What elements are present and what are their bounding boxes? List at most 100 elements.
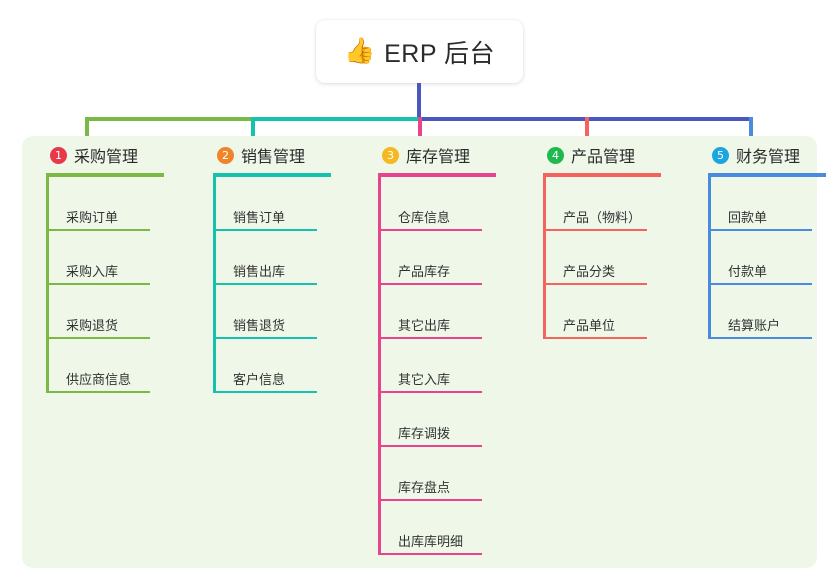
column-3: 3 库存管理仓库信息产品库存其它出库其它入库库存调拨库存盘点出库库明细 xyxy=(368,142,516,555)
page-title: ERP 后台 xyxy=(384,39,496,68)
list-item-rule xyxy=(378,337,482,339)
list-item[interactable]: 回款单 xyxy=(708,177,839,231)
list-item-rule xyxy=(543,337,647,339)
list-item-label: 产品（物料） xyxy=(563,210,642,225)
column-4: 4 产品管理产品（物料） 产品分类产品单位 xyxy=(533,142,681,339)
list-item[interactable]: 结算账户 xyxy=(708,285,839,339)
list-item-label: 其它入库 xyxy=(398,372,451,387)
column-title: 采购管理 xyxy=(74,149,139,166)
list-item[interactable]: 产品库存 xyxy=(378,231,516,285)
column-badge-icon: 5 xyxy=(712,146,729,164)
column-items: 产品（物料） 产品分类产品单位 xyxy=(543,177,681,339)
list-item-rule xyxy=(378,553,482,555)
diagram-panel xyxy=(22,136,817,568)
list-item-label: 产品库存 xyxy=(398,264,451,279)
list-item-rule xyxy=(378,445,482,447)
list-item[interactable]: 产品单位 xyxy=(543,285,681,339)
column-spine xyxy=(213,177,216,393)
list-item-label: 销售出库 xyxy=(233,264,286,279)
list-item-rule xyxy=(378,229,482,231)
list-item[interactable]: 付款单 xyxy=(708,231,839,285)
list-item-label: 产品单位 xyxy=(563,318,616,333)
column-title: 库存管理 xyxy=(406,149,471,166)
column-header-rule xyxy=(213,173,331,177)
column-header-2[interactable]: 2 销售管理 xyxy=(203,142,351,168)
list-item[interactable]: 销售退货 xyxy=(213,285,351,339)
list-item[interactable]: 采购退货 xyxy=(46,285,184,339)
title-card[interactable]: 👍 ERP 后台 xyxy=(316,20,523,83)
list-item-rule xyxy=(708,229,812,231)
list-item[interactable]: 出库库明细 xyxy=(378,501,516,555)
column-badge-icon: 3 xyxy=(382,146,399,164)
list-item-label: 出库库明细 xyxy=(398,534,464,549)
column-items: 采购订单采购入库采购退货供应商信息 xyxy=(46,177,184,393)
list-item-label: 产品分类 xyxy=(563,264,616,279)
column-header-rule xyxy=(46,173,164,177)
segment-green xyxy=(85,117,251,121)
list-item-rule xyxy=(708,283,812,285)
list-item[interactable]: 供应商信息 xyxy=(46,339,184,393)
list-item-rule xyxy=(213,391,317,393)
list-item-rule xyxy=(378,283,482,285)
column-badge-icon: 4 xyxy=(547,146,564,164)
list-item-rule xyxy=(46,337,150,339)
list-item[interactable]: 仓库信息 xyxy=(378,177,516,231)
list-item-label: 库存盘点 xyxy=(398,480,451,495)
column-title: 财务管理 xyxy=(736,149,801,166)
list-item-rule xyxy=(378,499,482,501)
list-item[interactable]: 库存盘点 xyxy=(378,447,516,501)
list-item[interactable]: 产品（物料） xyxy=(543,177,681,231)
list-item[interactable]: 产品分类 xyxy=(543,231,681,285)
list-item-label: 销售退货 xyxy=(233,318,286,333)
thumbs-up-icon: 👍 xyxy=(343,37,376,65)
column-items: 销售订单销售出库销售退货客户信息 xyxy=(213,177,351,393)
list-item-label: 采购订单 xyxy=(66,210,119,225)
column-items: 回款单付款单结算账户 xyxy=(708,177,839,339)
list-item[interactable]: 其它出库 xyxy=(378,285,516,339)
list-item-label: 付款单 xyxy=(728,264,768,279)
list-item-label: 客户信息 xyxy=(233,372,286,387)
column-badge-icon: 2 xyxy=(217,146,234,164)
list-item-rule xyxy=(543,229,647,231)
list-item-label: 回款单 xyxy=(728,210,768,225)
column-1: 1 采购管理采购订单采购入库采购退货供应商信息 xyxy=(36,142,184,393)
list-item-rule xyxy=(46,391,150,393)
list-item-rule xyxy=(213,283,317,285)
column-header-rule xyxy=(378,173,496,177)
column-title: 销售管理 xyxy=(241,149,306,166)
list-item[interactable]: 销售出库 xyxy=(213,231,351,285)
list-item-label: 结算账户 xyxy=(728,318,781,333)
list-item-rule xyxy=(213,337,317,339)
list-item-label: 销售订单 xyxy=(233,210,286,225)
column-header-1[interactable]: 1 采购管理 xyxy=(36,142,184,168)
list-item-rule xyxy=(543,283,647,285)
list-item[interactable]: 客户信息 xyxy=(213,339,351,393)
list-item[interactable]: 其它入库 xyxy=(378,339,516,393)
column-header-rule xyxy=(708,173,826,177)
column-spine xyxy=(46,177,49,393)
column-header-rule xyxy=(543,173,661,177)
list-item-label: 仓库信息 xyxy=(398,210,451,225)
column-items: 仓库信息产品库存其它出库其它入库库存调拨库存盘点出库库明细 xyxy=(378,177,516,555)
trunk-connector xyxy=(417,83,421,119)
list-item[interactable]: 采购入库 xyxy=(46,231,184,285)
list-item-rule xyxy=(378,391,482,393)
list-item-rule xyxy=(708,337,812,339)
column-header-5[interactable]: 5 财务管理 xyxy=(698,142,839,168)
list-item[interactable]: 销售订单 xyxy=(213,177,351,231)
list-item-label: 供应商信息 xyxy=(66,372,132,387)
list-item-label: 其它出库 xyxy=(398,318,451,333)
column-header-4[interactable]: 4 产品管理 xyxy=(533,142,681,168)
segment-teal xyxy=(251,117,418,121)
column-spine xyxy=(543,177,546,339)
column-5: 5 财务管理回款单付款单结算账户 xyxy=(698,142,839,339)
list-item[interactable]: 采购订单 xyxy=(46,177,184,231)
column-title: 产品管理 xyxy=(571,149,636,166)
list-item-label: 库存调拨 xyxy=(398,426,451,441)
column-header-3[interactable]: 3 库存管理 xyxy=(368,142,516,168)
list-item-label: 采购入库 xyxy=(66,264,119,279)
column-badge-icon: 1 xyxy=(50,146,67,164)
list-item[interactable]: 库存调拨 xyxy=(378,393,516,447)
column-spine xyxy=(378,177,381,555)
list-item-rule xyxy=(46,229,150,231)
